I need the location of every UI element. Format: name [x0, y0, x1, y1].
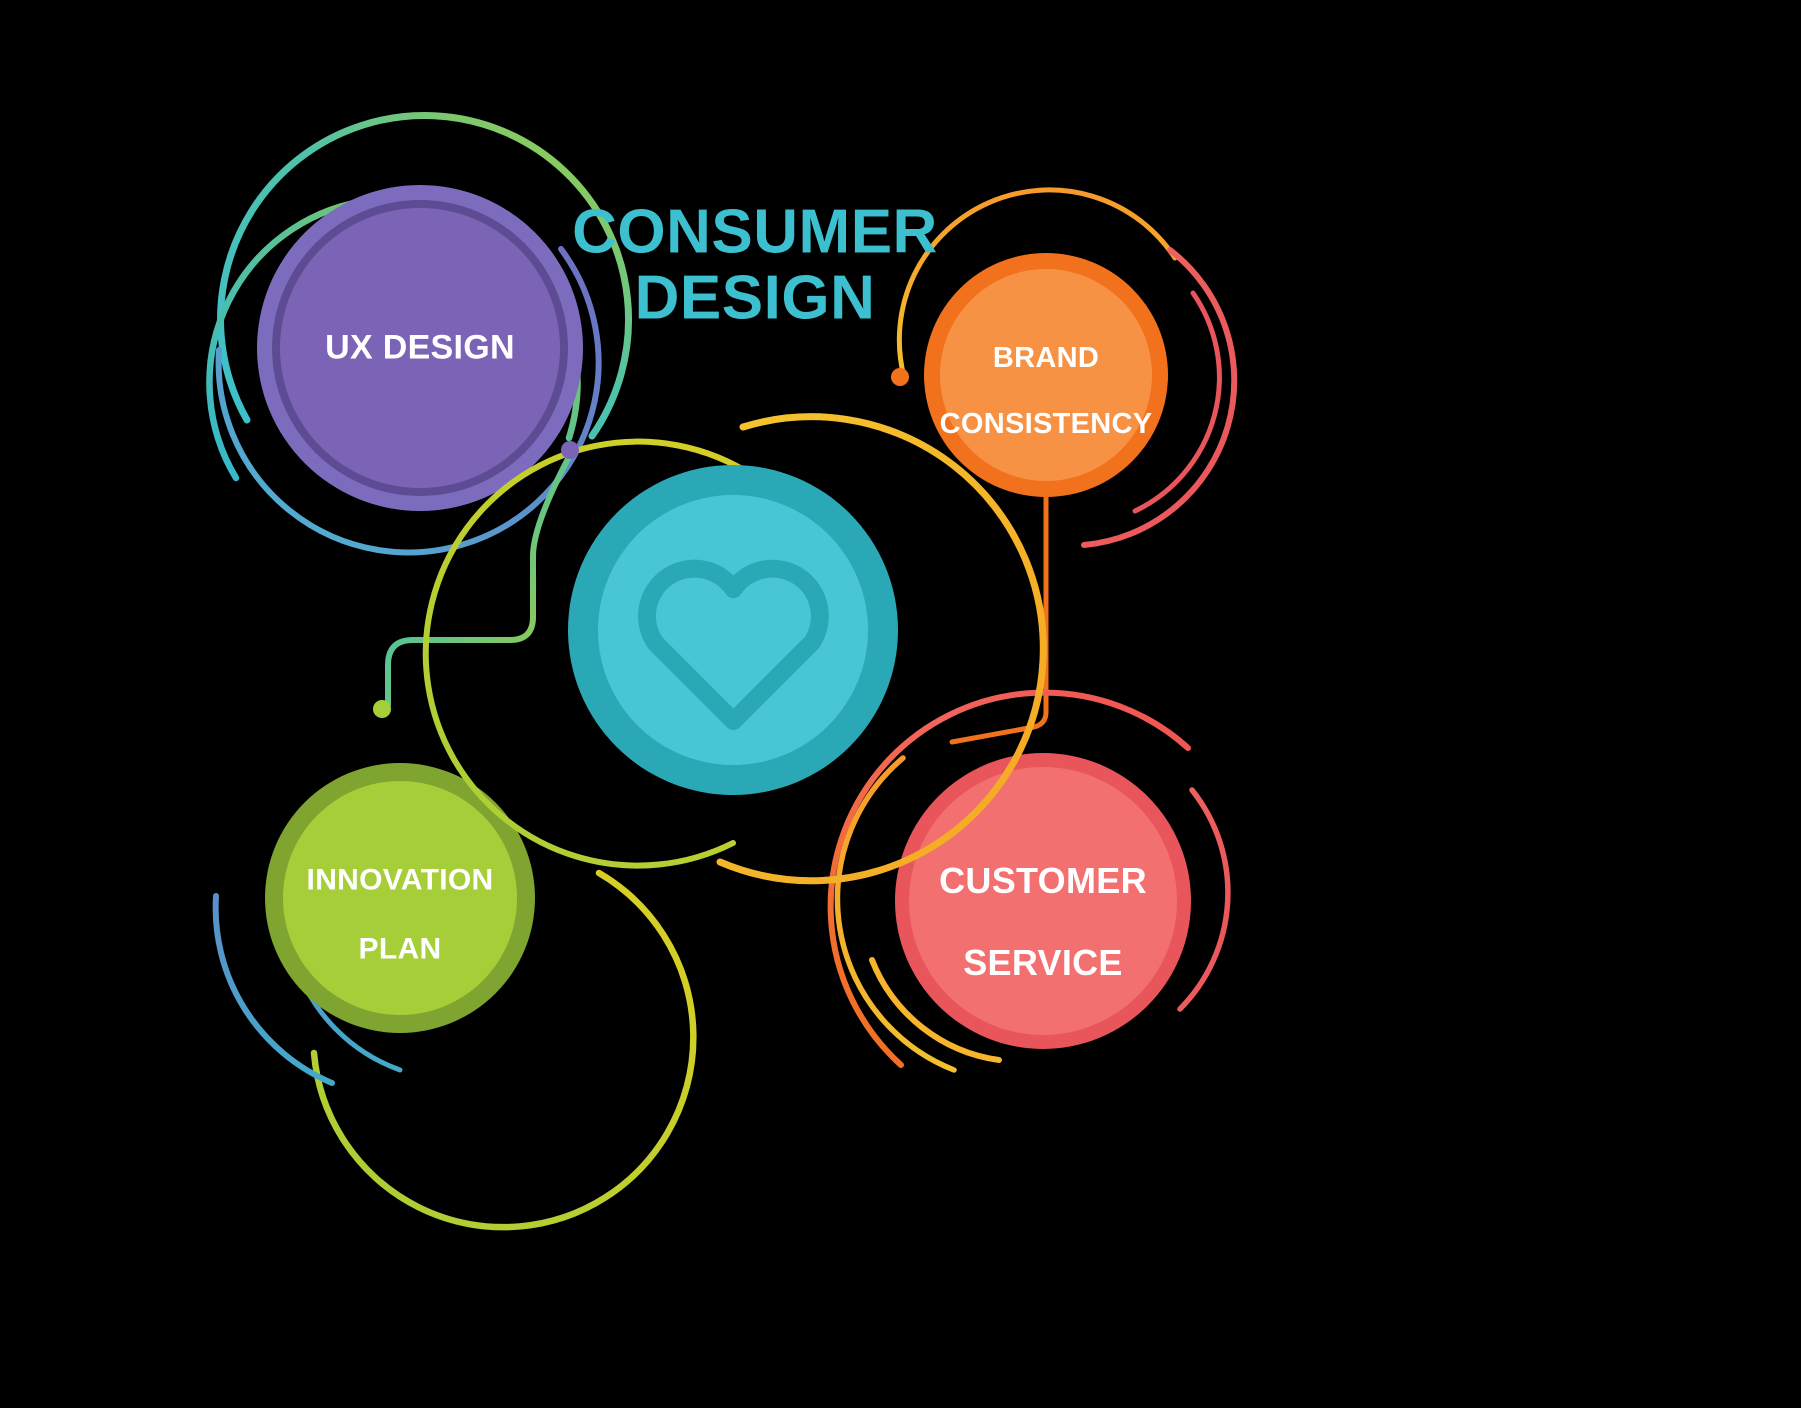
arc-endpoint-dots [373, 368, 909, 718]
brand-arc-left [896, 187, 1178, 380]
cust-arc-right [1177, 787, 1231, 1012]
green-dot [373, 700, 391, 718]
customer-service-orbit-arcs [827, 689, 1231, 1073]
cust-arc-mid-left [834, 755, 957, 1073]
center-arc-inner [422, 438, 813, 869]
innovation-plan-node-circle[interactable] [265, 763, 535, 1033]
brand-to-customer-connector [949, 494, 1049, 745]
center-orbit-arcs [422, 413, 1047, 885]
center-arc-outer [716, 413, 1047, 885]
brand-arc-right-outer [1081, 247, 1238, 548]
heart-icon [638, 559, 829, 730]
center-node-circle[interactable] [568, 465, 898, 795]
cust-arc-inner-left [869, 957, 1002, 1063]
brand-consistency-orbit-arcs [896, 187, 1238, 548]
ux-design-node-circle[interactable] [257, 185, 583, 511]
ux-arc-mid [215, 246, 602, 556]
customer-service-node-circle[interactable] [895, 753, 1191, 1049]
purple-dot [561, 441, 579, 459]
innov-arc-outer [310, 869, 697, 1231]
innov-arc-inner [212, 893, 335, 1086]
cust-arc-outer-left [827, 689, 1191, 1068]
ux-to-innovation-connector [385, 452, 573, 708]
page-title: CONSUMER DESIGN [572, 197, 938, 332]
brand-consistency-node-circle[interactable] [924, 253, 1168, 497]
orange-dot [891, 368, 909, 386]
ux-arc-outer [217, 112, 632, 440]
brand-arc-right-inner [1132, 290, 1222, 514]
